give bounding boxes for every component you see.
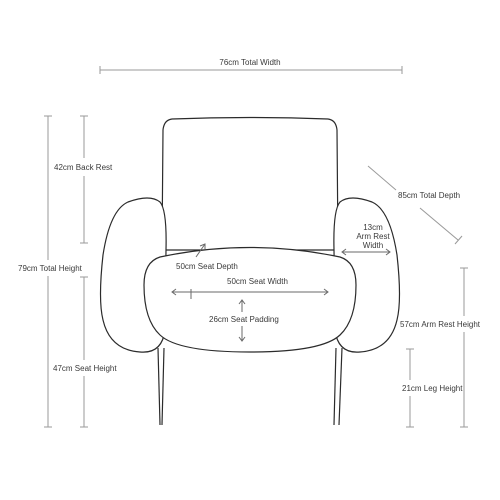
seat-width-label: 50cm Seat Width (227, 277, 288, 286)
total-depth-label: 85cm Total Depth (398, 191, 460, 200)
seat-height-label: 47cm Seat Height (53, 364, 117, 373)
seat-depth-arrow (195, 243, 206, 258)
total-depth-line-lower (419, 207, 459, 241)
arm-rest-width-arrowhead-left (341, 248, 347, 256)
dimension-lines (44, 66, 468, 428)
seat-depth-arrowhead (199, 243, 206, 249)
seat-padding-arrowhead-bottom (238, 336, 246, 342)
seat-padding-arrowhead-top (238, 299, 246, 305)
right-leg (333, 347, 337, 426)
arm-rest-width-label-line2: Arm Rest (356, 232, 390, 241)
back-rest-label: 42cm Back Rest (54, 163, 113, 172)
left-leg-inner (161, 347, 165, 426)
leg-height-label: 21cm Leg Height (402, 384, 463, 393)
seat-padding-label: 26cm Seat Padding (209, 315, 279, 324)
total-width-label: 76cm Total Width (219, 58, 280, 67)
seat-width-arrowhead-left (171, 288, 177, 296)
arm-rest-width-label-line1: 13cm (363, 223, 383, 232)
arm-rest-width-arrowhead-right (385, 248, 391, 256)
back-rest-shape (161, 116, 339, 251)
seat-width-arrowhead-right (323, 288, 329, 296)
right-leg-inner (338, 347, 343, 426)
total-height-label: 79cm Total Height (18, 264, 83, 273)
total-depth-tick-bottom (454, 235, 463, 245)
left-leg (157, 347, 161, 426)
chair-illustration (99, 116, 401, 426)
dimension-labels: 76cm Total Width 42cm Back Rest 79cm Tot… (18, 58, 481, 393)
arm-rest-width-label-line3: Width (363, 241, 383, 250)
arm-rest-height-label: 57cm Arm Rest Height (400, 320, 481, 329)
seat-cushion-shape (143, 246, 357, 353)
total-depth-line-upper (367, 165, 397, 191)
seat-depth-label: 50cm Seat Depth (176, 262, 238, 271)
